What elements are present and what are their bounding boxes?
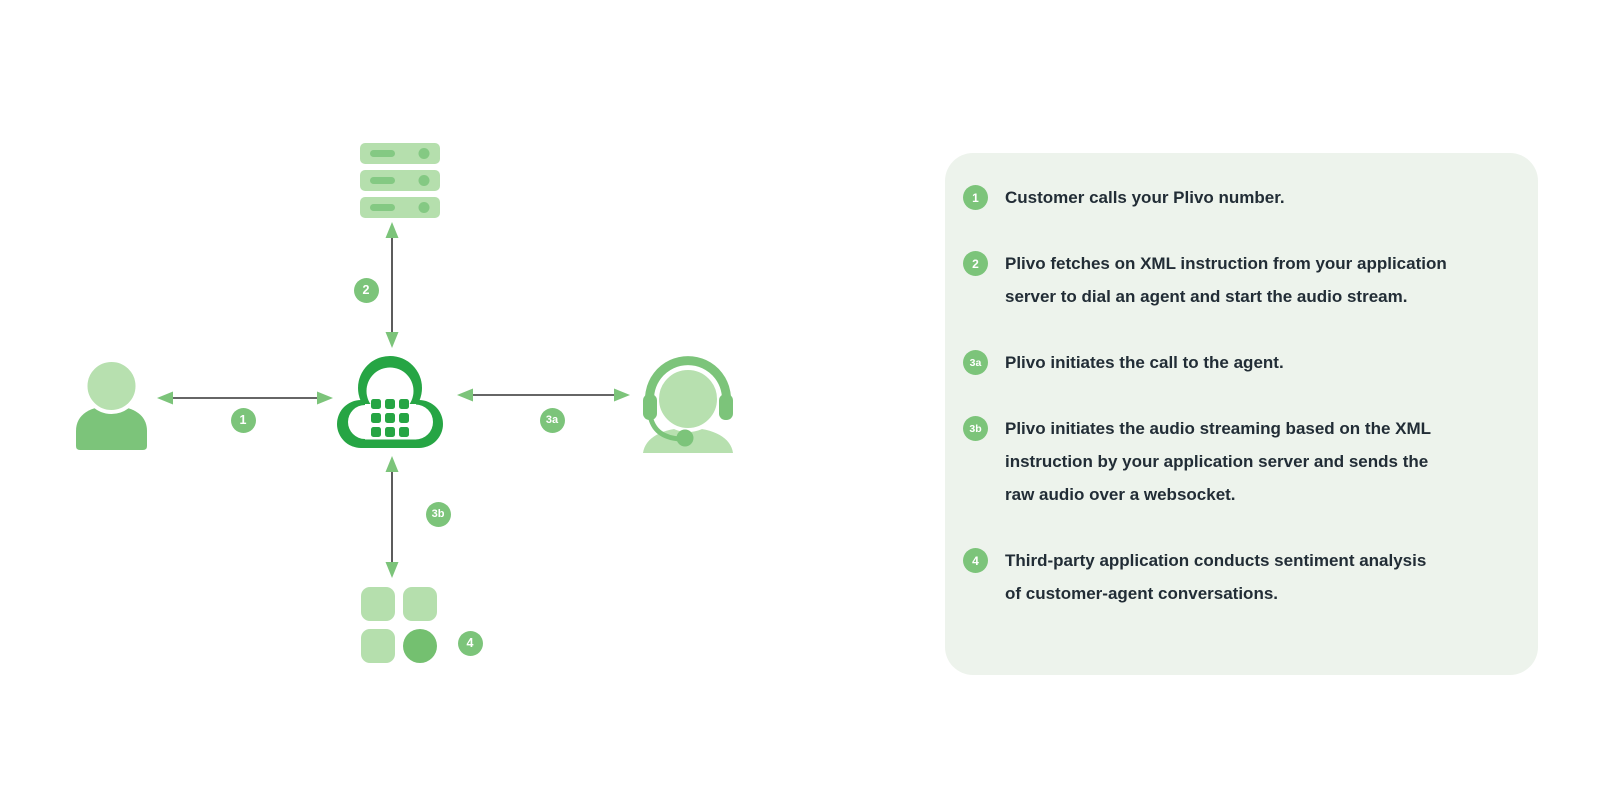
legend-step-text: Plivo initiates the audio streaming base… xyxy=(1005,419,1432,504)
legend-step-text: Customer calls your Plivo number. xyxy=(1005,188,1285,207)
legend-step-2: 2 Plivo fetches on XML instruction from … xyxy=(963,247,1498,313)
step-badge-3b: 3b xyxy=(425,501,451,527)
keypad-grid xyxy=(371,399,409,437)
legend-step-badge: 2 xyxy=(963,251,988,276)
legend-step-badge: 4 xyxy=(963,548,988,573)
legend-step-text: Third-party application conducts sentime… xyxy=(1005,551,1427,603)
step-badge-2: 2 xyxy=(353,277,379,303)
customer-person-icon xyxy=(76,358,147,450)
legend-step-1: 1 Customer calls your Plivo number. xyxy=(963,181,1498,214)
legend-step-text: Plivo fetches on XML instruction from yo… xyxy=(1005,254,1447,306)
legend-step-badge: 3b xyxy=(963,416,988,441)
arrow-plivo-server xyxy=(385,222,399,348)
step-badge-1: 1 xyxy=(230,407,256,433)
legend-step-text: Plivo initiates the call to the agent. xyxy=(1005,353,1284,372)
legend-step-3a: 3a Plivo initiates the call to the agent… xyxy=(963,346,1498,379)
arrow-plivo-app xyxy=(385,456,399,578)
headset-mic-boom xyxy=(647,412,683,442)
legend-step-badge: 3a xyxy=(963,350,988,375)
headset-earpiece-right xyxy=(719,394,733,420)
application-server-icon xyxy=(360,143,440,218)
step-badge-4: 4 xyxy=(457,630,483,656)
headset-earpiece-left xyxy=(643,394,657,420)
arrow-customer-plivo xyxy=(157,391,333,405)
plivo-cloud-keypad-icon xyxy=(337,356,443,448)
legend-panel: 1 Customer calls your Plivo number. 2 Pl… xyxy=(945,153,1538,675)
step-badge-3a: 3a xyxy=(539,407,565,433)
legend-step-badge: 1 xyxy=(963,185,988,210)
third-party-app-grid-icon xyxy=(361,587,437,663)
legend-step-4: 4 Third-party application conducts senti… xyxy=(963,544,1498,610)
arrow-plivo-agent xyxy=(457,388,630,402)
headset-band xyxy=(645,356,731,414)
legend-step-3b: 3b Plivo initiates the audio streaming b… xyxy=(963,412,1498,511)
headset-mic xyxy=(676,429,694,447)
agent-headset-icon xyxy=(643,356,733,453)
